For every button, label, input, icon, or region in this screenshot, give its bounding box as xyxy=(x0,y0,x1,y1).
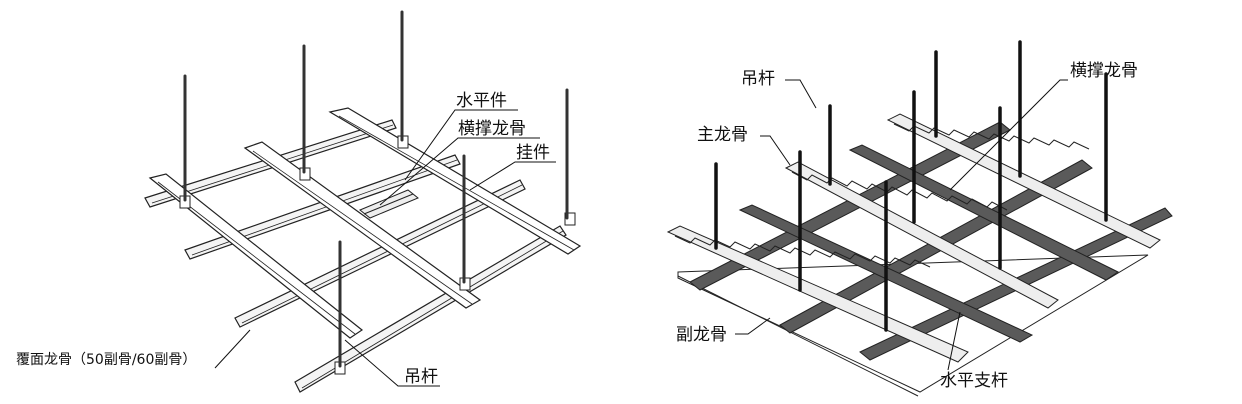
label-suspension-rod-right: 吊杆 xyxy=(741,69,775,89)
label-cross-brace-keel: 横撑龙骨 xyxy=(458,119,526,139)
left-cover-keel xyxy=(184,154,461,260)
left-main-keel-edge xyxy=(338,115,575,251)
left-cover-keel xyxy=(294,225,567,393)
left-main-keel xyxy=(148,173,364,339)
left-hangers xyxy=(179,135,576,375)
label-cover-keel: 覆面龙骨（50副骨/60副骨） xyxy=(16,352,196,368)
left-diagram: 水平件 横撑龙骨 挂件 覆面龙骨（50副骨/60副骨） 吊杆 xyxy=(16,10,582,393)
left-main-keels xyxy=(148,107,582,339)
label-suspension-rod-left: 吊杆 xyxy=(404,367,438,387)
right-main-keels xyxy=(666,113,1161,363)
leader-right-main-keel xyxy=(760,135,791,166)
left-leaders xyxy=(214,109,556,387)
leader-right-secondary-keel xyxy=(735,317,771,335)
right-ceiling-board xyxy=(677,254,1149,393)
right-diagram: 吊杆 横撑龙骨 主龙骨 副龙骨 水平支杆 xyxy=(666,40,1173,397)
leader-cross-brace-keel xyxy=(379,137,540,206)
label-horizontal-piece: 水平件 xyxy=(456,91,507,111)
left-main-keel-edge xyxy=(157,181,356,335)
right-cross-keel xyxy=(848,144,1119,281)
right-main-keel xyxy=(666,225,969,363)
label-main-keel: 主龙骨 xyxy=(697,125,748,145)
leader-horizontal-piece xyxy=(404,109,518,181)
label-cross-brace-keel-right: 横撑龙骨 xyxy=(1070,61,1138,81)
left-cover-keel-edge xyxy=(241,184,523,324)
right-leaders xyxy=(735,79,1068,371)
leader-hanger-piece xyxy=(469,161,556,191)
left-main-keel-edge xyxy=(252,150,473,305)
right-rods xyxy=(714,40,1108,332)
left-hanger-clip xyxy=(564,212,576,226)
right-ceiling-board-edge xyxy=(677,275,919,397)
left-cross-brace xyxy=(359,189,419,219)
right-main-keel xyxy=(886,113,1161,249)
leader-right-horizontal-support xyxy=(947,311,961,371)
left-cross-brace-edge xyxy=(363,193,414,215)
leader-right-suspension-rod xyxy=(785,79,817,109)
leader-cover-keel xyxy=(214,329,251,369)
right-main-keel xyxy=(784,161,1059,309)
leader-suspension-rod xyxy=(344,339,440,387)
label-secondary-keel: 副龙骨 xyxy=(676,325,727,345)
label-hanger-piece: 挂件 xyxy=(516,143,550,163)
left-cover-keels xyxy=(144,119,567,393)
right-main-keel-teeth xyxy=(893,123,1090,150)
left-rods xyxy=(183,10,569,368)
left-main-keel xyxy=(243,141,482,309)
label-horizontal-support-rod: 水平支杆 xyxy=(940,371,1008,391)
leader-right-cross-brace xyxy=(949,79,1068,191)
